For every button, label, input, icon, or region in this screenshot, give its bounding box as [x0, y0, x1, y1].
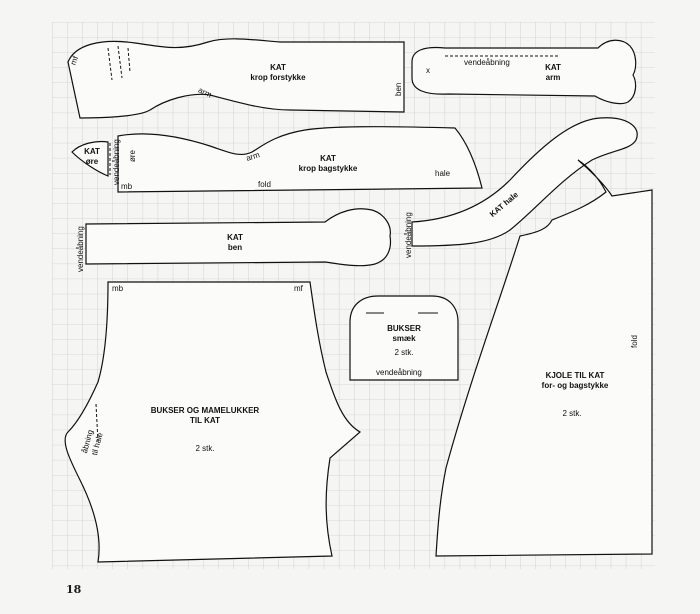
turning-openings: [85, 45, 560, 443]
trousers-outline: [64, 281, 362, 563]
dress-title: KJOLE TIL KAT: [545, 371, 605, 380]
body-front-outline: [67, 38, 405, 119]
arm-subtitle: arm: [545, 73, 561, 82]
trousers-count: 2 stk.: [195, 444, 215, 453]
body-back-title: KAT: [320, 154, 336, 163]
bib-title: BUKSER: [387, 324, 421, 333]
dress-count: 2 stk.: [562, 409, 582, 418]
arm-mark: x: [426, 66, 430, 75]
body-front-title: KAT: [270, 63, 286, 72]
bib-opening-label: vendeåbning: [376, 368, 422, 377]
body-back-mb-label: mb: [121, 182, 133, 191]
arm-title: KAT: [545, 63, 561, 72]
dress-outline: [435, 159, 653, 557]
leg-title: KAT: [227, 233, 243, 242]
front-arm-dash: [107, 45, 131, 81]
trousers-mf-label: mf: [294, 284, 303, 293]
leg-subtitle: ben: [227, 243, 243, 252]
dress-subtitle: for- og bagstykke: [541, 381, 609, 390]
ear-title: KAT: [84, 147, 100, 156]
body-front-ben-label: ben: [394, 82, 403, 96]
dress-fold-label: fold: [630, 335, 639, 348]
body-back-subtitle: krop bagstykke: [298, 164, 358, 173]
bib-subtitle: smæk: [392, 334, 416, 343]
ear-ore-label: øre: [128, 150, 137, 162]
bib-outline: [349, 295, 459, 381]
body-back-fold-label: fold: [258, 180, 271, 189]
arm-outline: [411, 39, 637, 105]
ear-subtitle: øre: [85, 157, 99, 166]
ear-opening-label: vendeåbning: [112, 139, 121, 185]
ear-outline: [71, 140, 109, 177]
leg-opening-label: vendeåbning: [76, 226, 85, 272]
body-back-outline: [117, 126, 483, 193]
arm-opening-label: vendeåbning: [464, 58, 510, 67]
page-number: 18: [66, 583, 82, 596]
trousers-tail-opening-dash: [95, 403, 99, 443]
body-front-subtitle: krop forstykke: [250, 73, 306, 82]
trousers-subtitle: TIL KAT: [190, 416, 220, 425]
trousers-title: BUKSER OG MAMELUKKER: [150, 406, 260, 415]
tail-opening-label: vendeåbning: [404, 212, 413, 258]
tail-outline: [411, 117, 638, 247]
trousers-mb-label: mb: [112, 284, 124, 293]
body-back-tail-label: hale: [435, 169, 451, 178]
leg-outline: [85, 208, 392, 267]
bib-count: 2 stk.: [394, 348, 414, 357]
